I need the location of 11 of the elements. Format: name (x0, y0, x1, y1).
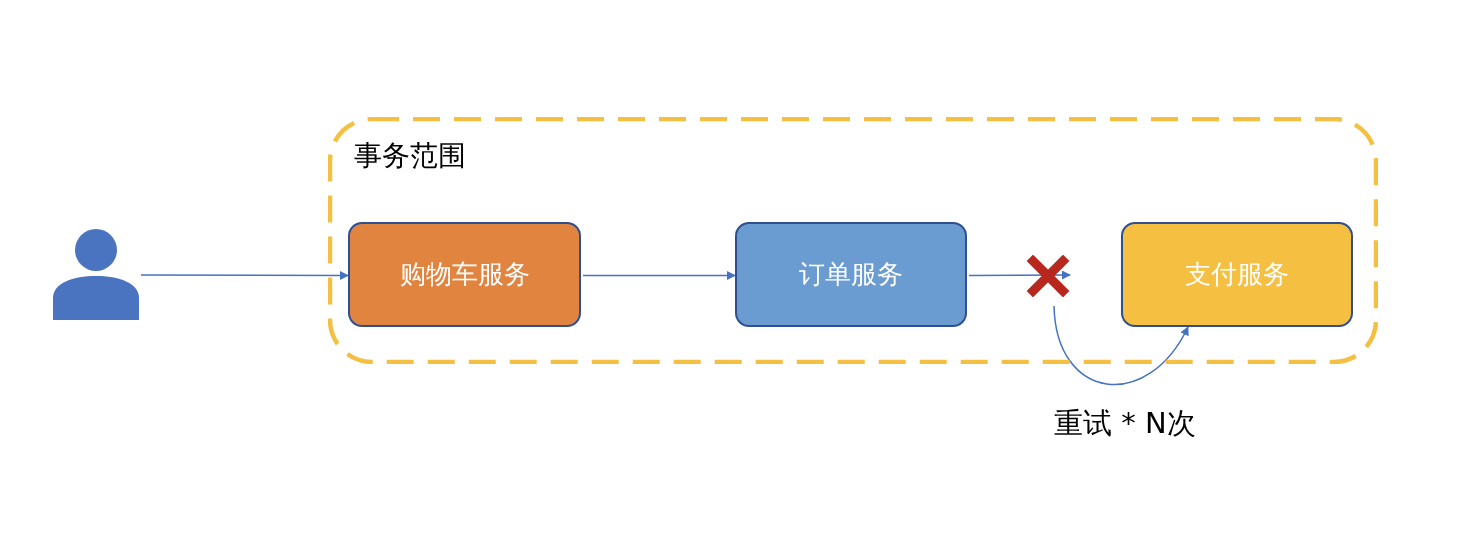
scope-title: 事务范围 (354, 138, 466, 174)
arrow (140, 271, 349, 280)
service-box: 支付服务 (1121, 222, 1353, 327)
arrow (582, 271, 736, 280)
arrow (1053, 305, 1189, 385)
service-box: 购物车服务 (348, 222, 581, 327)
cross-icon (1026, 255, 1070, 297)
edge-label: 重试 * N次 (1054, 405, 1196, 442)
service-box: 订单服务 (735, 222, 967, 327)
scope-boundary (328, 117, 1378, 364)
person-icon (53, 228, 139, 320)
